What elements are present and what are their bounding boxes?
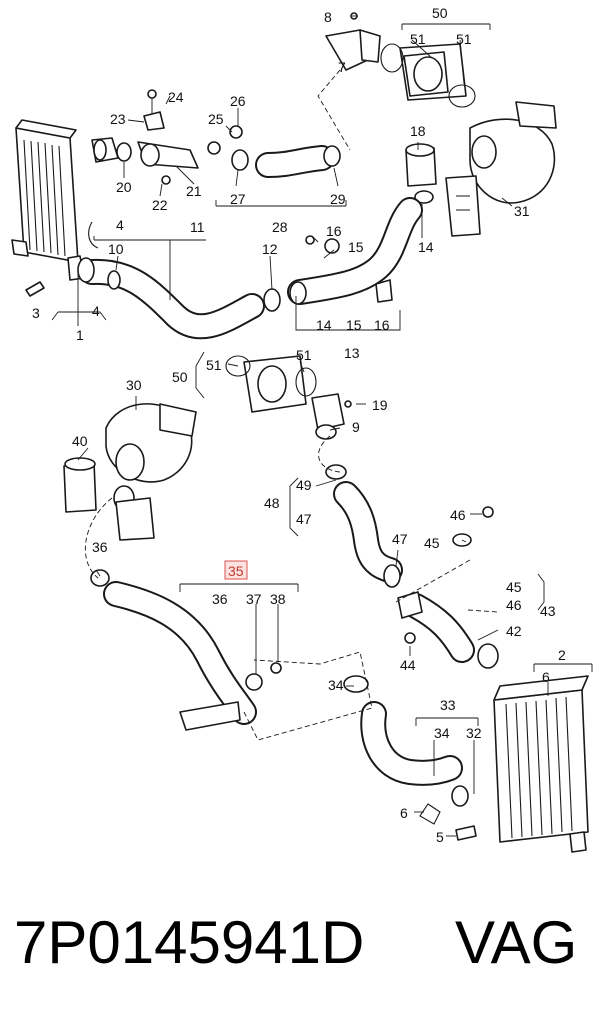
callout-34-a: 34 — [328, 677, 344, 693]
pipe-elbow-upper — [325, 12, 381, 71]
callout-5: 5 — [436, 829, 444, 845]
callout-21: 21 — [186, 183, 202, 199]
callout-23: 23 — [110, 111, 126, 127]
leader-lines-lower — [77, 351, 593, 837]
callout-34-b: 34 — [434, 725, 450, 741]
callout-46-a: 46 — [450, 507, 466, 523]
callout-36-b: 36 — [212, 591, 228, 607]
bolt-upper-left — [25, 221, 99, 297]
intercooler-lower-right — [493, 675, 589, 853]
throttle-body-upper — [380, 43, 476, 108]
callout-50-mid: 50 — [172, 369, 188, 385]
turbocharger-middle — [105, 403, 197, 541]
callout-44: 44 — [400, 657, 416, 673]
callout-10: 10 — [108, 241, 124, 257]
callout-31: 31 — [514, 203, 530, 219]
callout-22: 22 — [152, 197, 168, 213]
callout-15-lower: 15 — [346, 317, 362, 333]
callout-36-a: 36 — [92, 539, 108, 555]
callout-46-b: 46 — [506, 597, 522, 613]
callout-43: 43 — [540, 603, 556, 619]
callout-6-upper: 6 — [542, 669, 550, 685]
callout-12: 12 — [262, 241, 278, 257]
callout-38: 38 — [270, 591, 286, 607]
callout-51-mid-a: 51 — [206, 357, 222, 373]
callout-2: 2 — [558, 647, 566, 663]
callout-14-upper: 14 — [418, 239, 434, 255]
charge-pipe-middle-right — [397, 506, 499, 669]
callout-16: 16 — [326, 223, 342, 239]
callout-42: 42 — [506, 623, 522, 639]
callout-labels: 8 50 51 51 7 24 26 23 25 18 20 21 22 27 … — [32, 5, 566, 845]
callout-29: 29 — [330, 191, 346, 207]
hose-middle — [325, 464, 403, 588]
exploded-parts-diagram: 8 50 51 51 7 24 26 23 25 18 20 21 22 27 … — [11, 5, 593, 853]
callout-4-upper: 4 — [116, 217, 124, 233]
callout-40: 40 — [72, 433, 88, 449]
callout-1: 1 — [76, 327, 84, 343]
callout-33: 33 — [440, 697, 456, 713]
callout-37: 37 — [246, 591, 262, 607]
highlighted-callout-box — [224, 560, 248, 580]
callout-28: 28 — [272, 219, 288, 235]
callout-26: 26 — [230, 93, 246, 109]
callout-20: 20 — [116, 179, 132, 195]
callout-51-mid-b: 51 — [296, 347, 312, 363]
callout-49: 49 — [296, 477, 312, 493]
callout-14-lower: 14 — [316, 317, 332, 333]
callout-45-b: 45 — [506, 579, 522, 595]
callout-6-lower: 6 — [400, 805, 408, 821]
brand-caption: VAG — [455, 909, 578, 976]
callout-47: 47 — [296, 511, 312, 527]
callout-19: 19 — [372, 397, 388, 413]
callout-35-highlighted: 35 — [228, 563, 244, 579]
elbow-connector-upper — [91, 137, 132, 163]
hose-lower — [343, 675, 477, 841]
charge-air-hose-upper — [77, 257, 281, 340]
callout-50-top: 50 — [432, 5, 448, 21]
sleeve-middle — [63, 457, 97, 513]
callout-18: 18 — [410, 123, 426, 139]
turbocharger-upper — [445, 101, 557, 237]
callout-8: 8 — [324, 9, 332, 25]
charge-air-hose-lower — [90, 569, 282, 731]
callout-9: 9 — [352, 419, 360, 435]
callout-11: 11 — [190, 219, 205, 235]
callout-16-lower: 16 — [374, 317, 390, 333]
hose-upper-middle — [231, 145, 341, 178]
callout-7: 7 — [338, 59, 346, 75]
callout-3: 3 — [32, 305, 40, 321]
callout-51-top-a: 51 — [410, 31, 426, 47]
callout-4-lower: 4 — [92, 303, 100, 319]
sensor-bracket — [137, 89, 243, 185]
callout-32: 32 — [466, 725, 482, 741]
charge-pipe-upper-right — [287, 197, 423, 305]
callout-24: 24 — [168, 89, 184, 105]
callout-45-a: 45 — [424, 535, 440, 551]
callout-25: 25 — [208, 111, 224, 127]
callout-51-top-b: 51 — [456, 31, 472, 47]
callout-27: 27 — [230, 191, 246, 207]
leader-lines-upper — [51, 15, 513, 331]
flange-middle — [311, 393, 352, 440]
callout-15: 15 — [348, 239, 364, 255]
intercooler-upper-left — [11, 119, 85, 281]
part-number-caption: 7P0145941D — [14, 909, 365, 976]
sleeve-upper — [405, 143, 437, 204]
callout-13: 13 — [344, 345, 360, 361]
callout-48: 48 — [264, 495, 280, 511]
callout-30: 30 — [126, 377, 142, 393]
throttle-body-middle — [225, 355, 317, 413]
callout-47-b: 47 — [392, 531, 408, 547]
